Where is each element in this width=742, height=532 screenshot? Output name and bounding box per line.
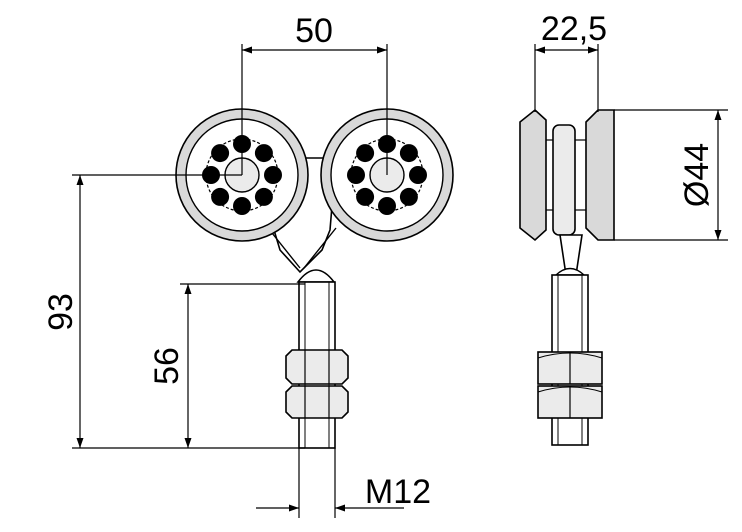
bearing-ball (356, 187, 375, 206)
side-wheel-left (519, 108, 547, 242)
bearing-ball (356, 144, 375, 163)
dim-wheel-spacing: 50 (241, 12, 388, 175)
bracket-arm-right (303, 227, 337, 269)
side-wheel-right (585, 109, 615, 241)
side-nut-upper (537, 351, 603, 385)
bearing-ball (254, 144, 273, 163)
dim-diameter-label: Ø44 (678, 143, 716, 207)
bracket-arm-left (267, 227, 301, 269)
dim-thread-label: M12 (365, 473, 431, 511)
bearing-ball (409, 166, 427, 184)
dim-width-label: 22,5 (541, 10, 607, 48)
dim-width: 22,5 (534, 10, 607, 112)
dim-bolt-height: 56 (148, 283, 305, 448)
bearing-ball (378, 197, 396, 215)
bearing-ball (264, 166, 282, 184)
side-view (519, 108, 615, 446)
bearing-ball (254, 187, 273, 206)
bearing-ball (211, 187, 230, 206)
wheel-right-bearing-balls (347, 135, 427, 215)
dim-wheel-spacing-label: 50 (295, 12, 333, 50)
side-nut-lower (537, 385, 603, 419)
dim-thread: M12 (256, 448, 431, 518)
dim-total-height-label: 93 (42, 293, 80, 331)
dim-diameter: Ø44 (614, 109, 728, 241)
front-view (175, 108, 454, 449)
nut-upper (285, 349, 349, 385)
nut-lower (285, 385, 349, 419)
bolt-dome (296, 269, 336, 283)
bearing-ball (211, 144, 230, 163)
bearing-ball (347, 166, 365, 184)
bearing-ball (399, 187, 418, 206)
bearing-ball (233, 197, 251, 215)
side-hub (552, 124, 576, 236)
bearing-ball (399, 144, 418, 163)
dim-bolt-height-label: 56 (148, 347, 186, 385)
